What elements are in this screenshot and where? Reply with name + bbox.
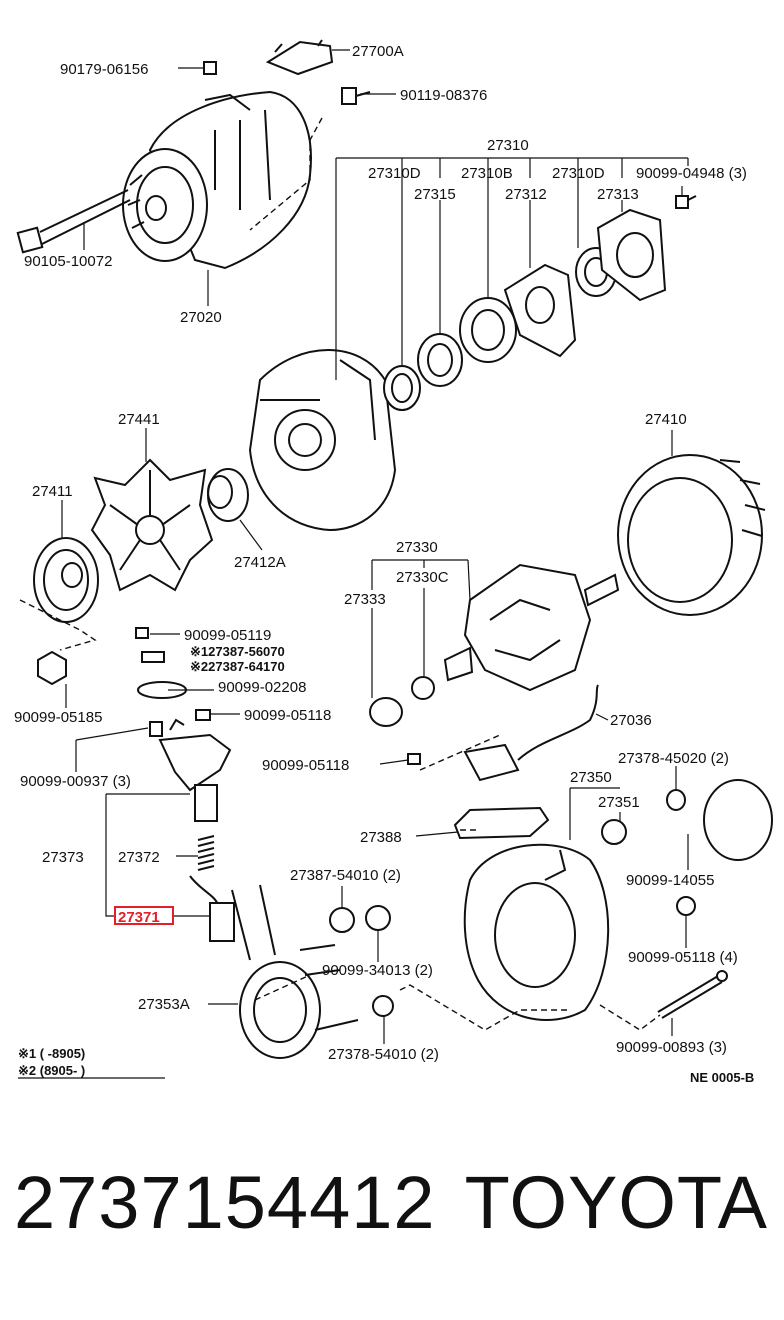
bushing-27378-45020-drawing: [666, 789, 686, 811]
label-27387-64170: ※227387-64170: [190, 659, 285, 674]
nut-90099-05119-drawing: [135, 627, 149, 639]
label-27036: 27036: [610, 712, 652, 729]
label-27330: 27330: [396, 539, 438, 556]
cover-27388-drawing: [453, 806, 550, 840]
cover-27313-drawing: [596, 208, 667, 302]
label-27388: 27388: [360, 829, 402, 846]
label-27353A: 27353A: [138, 996, 190, 1013]
assembly-line-bottom: [254, 974, 661, 1031]
assembly-line-middle: [419, 734, 501, 831]
label-90099-00937: 90099-00937 (3): [20, 773, 131, 790]
label-90105-10072: 90105-10072: [24, 253, 112, 270]
retainer-27310D-drawing: [383, 365, 421, 411]
label-90099-34013: 90099-34013 (2): [322, 962, 433, 979]
bolt-90099-00893-drawing: [657, 970, 728, 1019]
brush-27371-drawing: [189, 875, 235, 942]
label-27310B: 27310B: [461, 165, 513, 182]
nut-90099-05118-c-drawing: [676, 896, 696, 916]
nut-90099-34013-drawing: [365, 905, 391, 931]
label-27350: 27350: [570, 769, 612, 786]
alternator-assembly-drawing: [122, 90, 312, 270]
nut-90099-05185-drawing: [37, 650, 67, 686]
collar-27412A-drawing: [207, 468, 249, 522]
label-27378-45020: 27378-45020 (2): [618, 750, 729, 767]
label-27372: 27372: [118, 849, 160, 866]
label-90119-08376: 90119-08376: [400, 87, 487, 104]
label-27315: 27315: [414, 186, 456, 203]
label-27411: 27411: [32, 483, 73, 500]
footnote-2: ※2 (8905- ): [18, 1063, 85, 1078]
footnote-1: ※1 ( -8905): [18, 1046, 85, 1061]
bushing-27378-54010-drawing: [372, 995, 394, 1017]
nut-90099-05118-a-drawing: [195, 709, 211, 721]
footer: 2737154412 TOYOTA: [0, 1160, 784, 1270]
plate-27312-drawing: [503, 263, 577, 358]
spacer-27315-drawing: [417, 333, 463, 387]
insulator-27387-drawing: [141, 651, 165, 663]
label-27387-54010: 27387-54010 (2): [290, 867, 401, 884]
bolt-90119-drawing: [341, 87, 371, 105]
brand-name: TOYOTA: [464, 1161, 768, 1244]
label-90179-06156: 90179-06156: [60, 61, 148, 78]
rectifier-27353A-drawing: [231, 884, 359, 1059]
rotor-27330-drawing: [443, 563, 620, 692]
regulator-27036-drawing: [463, 684, 599, 782]
label-27310: 27310: [487, 137, 529, 154]
diagram-code: NE 0005-B: [690, 1070, 754, 1085]
label-27310D-right: 27310D: [552, 165, 605, 182]
label-27387-56070: ※127387-56070: [190, 644, 285, 659]
label-27351: 27351: [598, 794, 640, 811]
bearing-27310B-drawing: [459, 297, 517, 363]
spring-27372-drawing: [197, 835, 215, 871]
label-90099-02208: 90099-02208: [218, 679, 306, 696]
bushing-27351-drawing: [601, 819, 627, 845]
label-27373: 27373: [42, 849, 84, 866]
insulator-27387-54010-drawing: [329, 907, 355, 933]
label-27700A: 27700A: [352, 43, 404, 60]
bearing-27333-drawing: [369, 697, 403, 727]
label-90099-05119: 90099-05119: [184, 627, 271, 644]
label-27441: 27441: [118, 411, 160, 428]
leader-lines: [61, 49, 689, 1044]
highlight-box-27371: [114, 906, 174, 925]
label-27310D-left: 27310D: [368, 165, 421, 182]
fan-27441-drawing: [90, 458, 214, 592]
label-90099-05118-c: 90099-05118 (4): [628, 949, 738, 966]
bolt-90105-drawing: [16, 189, 131, 254]
drive-end-frame-drawing: [248, 349, 397, 532]
screw-90099-04948-drawing: [675, 195, 697, 209]
label-27333: 27333: [344, 591, 386, 608]
brush-holder-assembly-drawing: [149, 718, 232, 822]
label-27020: 27020: [180, 309, 222, 326]
assembly-line-top: [249, 117, 323, 231]
label-27371-highlighted[interactable]: 27371: [118, 909, 160, 926]
label-90099-04948: 90099-04948 (3): [636, 165, 747, 182]
cover-27330C-drawing: [411, 676, 435, 700]
part-number: 2737154412: [14, 1161, 436, 1244]
connector-27700A-drawing: [265, 39, 334, 76]
label-90099-05118-b: 90099-05118: [262, 757, 349, 774]
label-90099-05185: 90099-05185: [14, 709, 102, 726]
label-27312: 27312: [505, 186, 547, 203]
label-90099-00893: 90099-00893 (3): [616, 1039, 727, 1056]
label-90099-05118-a: 90099-05118: [244, 707, 331, 724]
label-27330C: 27330C: [396, 569, 449, 586]
nut-90099-05118-b-drawing: [407, 753, 421, 765]
pulley-27411-drawing: [33, 537, 99, 623]
label-27412A: 27412A: [234, 554, 286, 571]
exploded-parts-diagram: 27700A 90179-06156 90119-08376 27310 273…: [14, 39, 773, 1085]
label-27378-54010: 27378-54010 (2): [328, 1046, 439, 1063]
stator-27410-drawing: [617, 454, 766, 616]
rear-end-frame-drawing: [463, 843, 610, 1021]
clip-90179-drawing: [203, 61, 217, 75]
label-90099-14055: 90099-14055: [626, 872, 714, 889]
label-27313: 27313: [597, 186, 639, 203]
assembly-line-left: [19, 599, 97, 651]
o-ring-90099-14055-drawing: [703, 779, 773, 861]
label-27410: 27410: [645, 411, 687, 428]
